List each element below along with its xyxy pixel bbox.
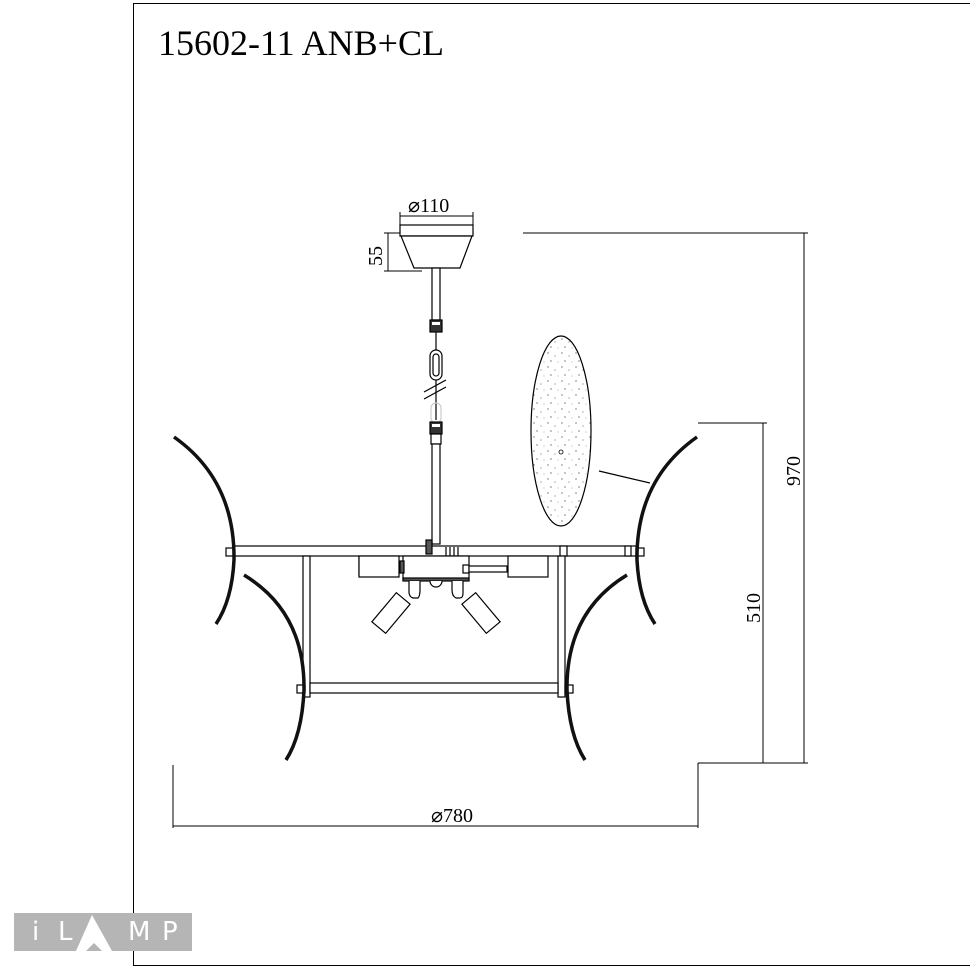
logo-text: i L M P — [14, 915, 192, 949]
logo-letter-p: P — [162, 917, 178, 947]
drawing-frame — [133, 3, 970, 966]
overall-diameter-dimension — [172, 763, 699, 828]
drawing-title: 15602-11 ANB+CL — [158, 23, 444, 63]
logo-letter-l: L — [58, 917, 73, 947]
glass-detail-callout — [530, 335, 651, 527]
body-height-label: 510 — [743, 593, 765, 623]
logo-a-triangle-icon — [76, 915, 112, 951]
body-height-dimension — [698, 422, 767, 763]
logo-letter-m: M — [128, 917, 151, 947]
center-hub — [399, 555, 508, 588]
canopy-height-dimension — [384, 232, 422, 272]
top-rod — [429, 267, 443, 333]
horizontal-shades — [358, 555, 549, 578]
logo-letter-i: i — [32, 917, 40, 947]
chain — [423, 332, 447, 424]
overall-diameter-label: ⌀780 — [431, 805, 473, 827]
overall-height-dimension — [523, 232, 808, 764]
overall-height-label: 970 — [783, 456, 805, 486]
lower-frame-bar — [296, 682, 574, 694]
ilamp-logo: i L M P — [14, 913, 192, 951]
canopy-height-label: 55 — [365, 246, 387, 266]
canopy-diameter-label: ⌀110 — [408, 195, 449, 217]
glass-arcs — [172, 435, 699, 761]
canopy-diameter-dimension — [399, 212, 474, 226]
angled-shades — [371, 581, 501, 635]
bottom-rod — [429, 421, 443, 545]
frame-posts — [302, 555, 566, 698]
canopy — [399, 224, 474, 269]
